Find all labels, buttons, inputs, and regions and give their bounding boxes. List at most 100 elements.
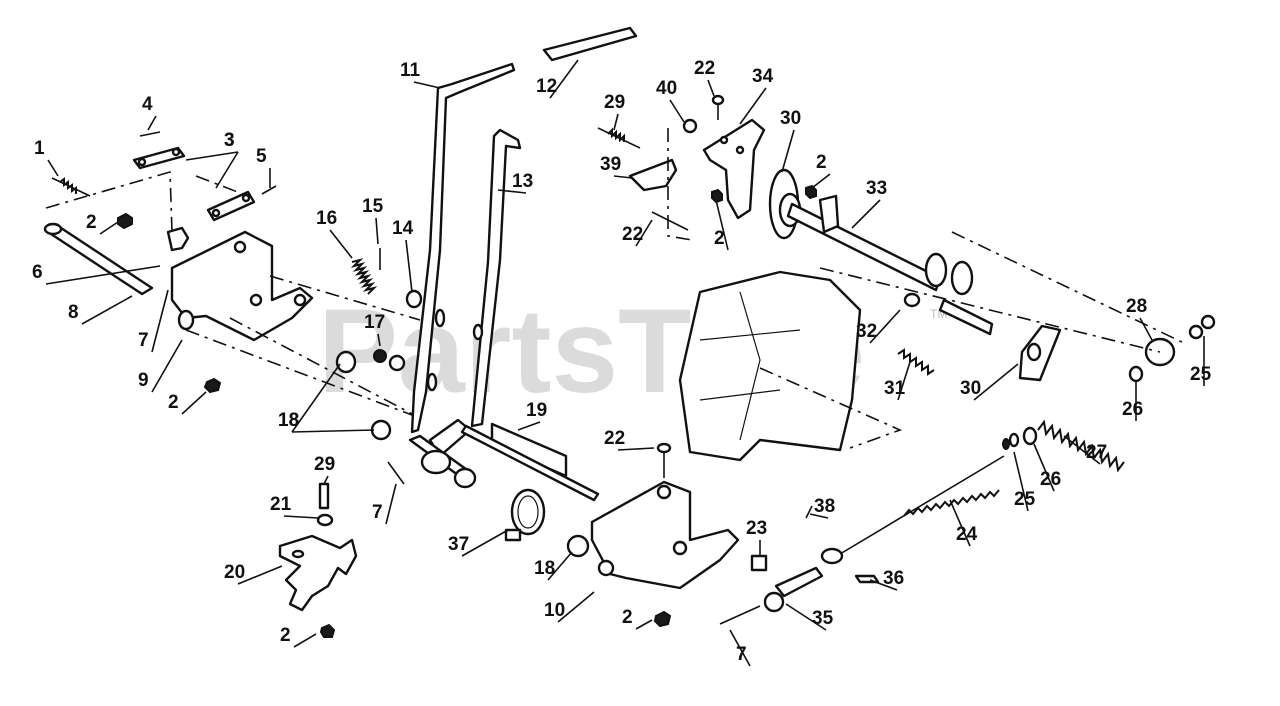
callout-34: 34	[752, 66, 774, 87]
handle-lever	[470, 128, 522, 428]
callout-leader-29	[613, 113, 619, 131]
threaded-rod	[805, 455, 1005, 584]
callout-35: 35	[812, 608, 834, 629]
callout-leader-12	[549, 59, 579, 99]
bracket-right	[590, 442, 740, 628]
callout-leader-37	[461, 529, 509, 557]
callout-10: 10	[544, 600, 565, 621]
callout-leader-39	[613, 175, 633, 179]
callout-29: 29	[314, 454, 335, 475]
callout-21: 21	[270, 494, 292, 515]
callout-17: 17	[364, 312, 385, 333]
callout-leader-2	[99, 221, 119, 235]
callout-40: 40	[656, 78, 677, 99]
callout-leader-30	[781, 129, 795, 173]
callout-8: 8	[68, 302, 79, 323]
callout-leader-22	[635, 219, 653, 247]
hose-clamp	[504, 488, 546, 542]
callout-39: 39	[600, 154, 621, 175]
callout-2: 2	[86, 212, 97, 233]
callout-27: 27	[1086, 442, 1107, 463]
lift-lever	[410, 62, 516, 434]
callout-leader-3	[185, 151, 239, 161]
callout-22: 22	[622, 224, 643, 245]
support-bar	[460, 422, 600, 502]
callout-leader-17	[377, 333, 381, 347]
callout-leader-6	[45, 265, 161, 285]
callout-leader-2	[181, 391, 207, 415]
callout-leader-22	[707, 79, 715, 97]
alignment-lines-left	[45, 170, 421, 419]
callout-7: 7	[372, 502, 383, 523]
callout-leader-29	[323, 475, 329, 485]
callout-leader-14	[405, 239, 413, 293]
lever-grip	[542, 26, 638, 62]
callout-15: 15	[362, 196, 384, 217]
callout-22: 22	[604, 428, 625, 449]
link-plates	[132, 146, 256, 222]
callout-6: 6	[32, 262, 43, 283]
callout-leader-21	[283, 515, 319, 519]
callout-30: 30	[780, 108, 801, 129]
callout-leader-7	[151, 289, 169, 353]
callout-26: 26	[1040, 469, 1061, 490]
callout-25: 25	[1190, 364, 1212, 385]
callout-leader-2	[715, 199, 729, 251]
callout-leader-7	[385, 483, 397, 525]
callout-leader-13	[497, 189, 527, 194]
callout-18: 18	[278, 410, 299, 431]
callout-11: 11	[400, 60, 421, 81]
callout-31: 31	[884, 378, 906, 399]
callout-leader-20	[237, 565, 283, 585]
callout-leader-31	[897, 361, 911, 401]
callout-2: 2	[280, 625, 291, 646]
transmission-housing	[678, 231, 1187, 462]
callout-3: 3	[224, 130, 235, 151]
callout-25: 25	[1014, 489, 1036, 510]
callout-33: 33	[866, 178, 887, 199]
callout-24: 24	[956, 524, 978, 545]
callout-37: 37	[448, 534, 469, 555]
callout-leader-8	[81, 295, 133, 325]
callout-leader-25	[1013, 451, 1029, 512]
callout-leader-16	[329, 229, 353, 259]
callout-leader-34	[739, 87, 767, 125]
callout-7: 7	[736, 644, 747, 665]
callout-30: 30	[960, 378, 981, 399]
callout-leader-11	[413, 81, 441, 89]
pivot-rod	[43, 222, 154, 296]
callout-leader-33	[851, 199, 881, 229]
callout-2: 2	[816, 152, 827, 173]
callout-leader-1	[47, 159, 59, 177]
callout-18: 18	[534, 558, 555, 579]
callout-2: 2	[714, 228, 725, 249]
flange-30-lower	[1018, 324, 1062, 382]
callout-leader-40	[669, 99, 685, 123]
callout-leader-19	[517, 421, 541, 431]
latch-bracket	[278, 482, 358, 638]
callout-12: 12	[536, 76, 557, 97]
callout-leader-32	[869, 309, 901, 344]
callout-leader-2	[293, 633, 317, 648]
callout-5: 5	[256, 146, 267, 167]
callout-leader-28	[1139, 317, 1153, 341]
callout-leader-3	[215, 151, 239, 189]
callout-leader-2	[635, 619, 653, 630]
small-fasteners-left	[51, 131, 277, 394]
callout-3: 3	[224, 130, 235, 151]
callout-leader-18	[291, 363, 341, 433]
callout-36: 36	[883, 568, 904, 589]
callout-29: 29	[604, 92, 625, 113]
callout-leader-10	[557, 591, 595, 623]
callout-leader-24	[949, 499, 971, 547]
callout-leader-18	[291, 429, 375, 433]
callout-leaders	[45, 59, 1205, 667]
callout-leader-35	[785, 603, 827, 631]
flange-30	[768, 168, 802, 240]
callout-leader-18	[547, 551, 573, 581]
callout-leader-30	[973, 363, 1019, 401]
arm-link	[719, 554, 824, 625]
